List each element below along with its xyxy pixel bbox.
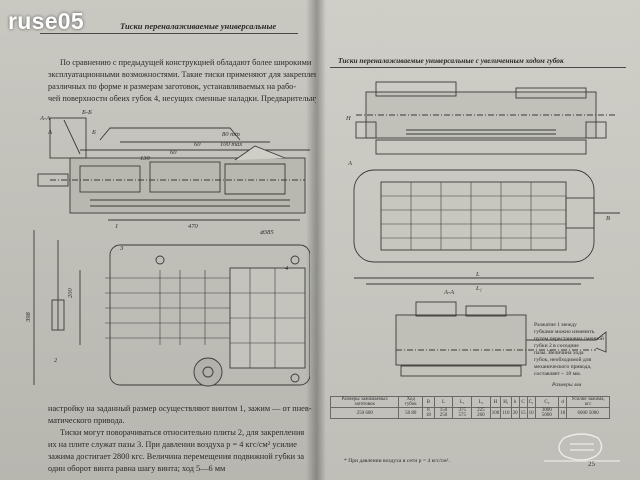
table-header-cell: d	[558, 396, 568, 408]
dim-label: 398	[25, 312, 32, 324]
note-line: составляет ~ 18 мм.	[534, 371, 582, 377]
table-cell: 50 80	[398, 407, 424, 419]
table-header-row: Размеры зажимаемых заготовок Ход губок B…	[329, 396, 610, 408]
table-cell: 10	[526, 407, 536, 419]
table-header-cell: L₂	[471, 396, 491, 408]
dim-label: ⌀385	[260, 229, 274, 236]
table-header-cell: H	[489, 396, 502, 408]
table-cell: 150 250	[433, 407, 454, 419]
spec-table: Размеры зажимаемых заготовок Ход губок B…	[329, 396, 610, 419]
dim-label: 470	[188, 223, 199, 230]
table-header-cell: h	[510, 396, 520, 408]
table-cell: 375 575	[452, 407, 473, 419]
note-line: губками можно изменить	[534, 329, 595, 335]
table-header-cell: B	[422, 396, 435, 408]
table-header-cell: Усилие зажима, кгс	[566, 396, 610, 408]
dim-label: Б-Б	[81, 109, 92, 116]
watermark-icon	[544, 433, 620, 462]
body-line: один оборот винта равна шагу винта; ход …	[48, 464, 226, 473]
table-cell: 30	[510, 407, 520, 419]
dim-label: L₁	[475, 285, 482, 292]
header-rule	[40, 33, 298, 34]
body-line: их на плите служат пазы 3. При давлении …	[48, 440, 297, 449]
note-line: пазы. Величина хода	[534, 350, 584, 356]
dim-label: 60	[194, 141, 201, 148]
dim-label: L	[475, 271, 480, 278]
table-cell: 15	[518, 407, 528, 419]
paragraph-line: чей поверхности обеих губок 4, несущих с…	[48, 94, 316, 103]
site-logo: ruse05	[8, 8, 84, 34]
note-line: губки 2 в соседние	[534, 343, 579, 349]
dim-label: 2	[54, 357, 58, 364]
table-header-cell: C₁	[526, 396, 536, 408]
dim-label: 200	[67, 288, 74, 299]
table-header-cell: Ход губок	[398, 396, 424, 408]
dim-label: H	[345, 115, 351, 122]
right-technical-drawing: А А-А L L₁ B H	[345, 81, 620, 377]
left-page: Тиски переналаживаемые универсальные По …	[0, 0, 316, 480]
dim-label: 130	[140, 155, 151, 162]
footnote: * При давлении воздуха в сети p = 4 кгс/…	[344, 458, 450, 464]
page-number: 25	[588, 460, 595, 468]
dim-label: 3	[119, 245, 124, 252]
table-header-cell: C	[518, 396, 528, 408]
left-page-header: Тиски переналаживаемые универсальные	[120, 21, 277, 31]
body-line: настройку на заданный размер осуществляю…	[48, 404, 312, 413]
dim-label: 1	[115, 223, 118, 230]
table-cell: 8 18	[422, 407, 435, 419]
table-cell: 225 260	[471, 407, 491, 419]
table-header-cell: L	[433, 396, 454, 408]
right-page-header: Тиски переналаживаемые универсальные с у…	[338, 56, 564, 65]
paragraph-line: эксплуатационными возможностями. Такие т…	[48, 70, 316, 79]
dim-label: А	[47, 129, 52, 136]
dim-label: А-А	[443, 289, 454, 296]
table-header-cell: H₁	[500, 396, 512, 408]
table-cell: 18	[558, 407, 568, 419]
dim-label: 4	[285, 265, 289, 272]
book-gutter	[306, 0, 326, 480]
table-cell: 6000 5000	[566, 407, 610, 419]
body-line: зажима достигает 2800 кгс. Величина пере…	[48, 452, 305, 461]
note-line: губок, необходимой для	[534, 357, 592, 363]
dim-label: А-А	[39, 115, 50, 122]
dims-unit: Размеры мм	[552, 382, 582, 388]
table-cell: 250 600	[329, 407, 400, 419]
note-line: Разжатие 1 между	[534, 322, 577, 328]
body-line: матического привода.	[48, 416, 125, 425]
left-technical-drawing: Б-Б А-А 80 min 100 max 60 60 130 470 ⌀38…	[25, 109, 310, 387]
table-cell: 100	[489, 407, 502, 419]
paragraph-line: По сравнению с предыдущей конструкцией о…	[60, 58, 312, 67]
header-rule	[330, 67, 626, 68]
table-cell: 110	[500, 407, 512, 419]
dim-label: 80 min	[222, 131, 240, 138]
table-row: 250 600 50 80 8 18 150 250 375 575 225 2…	[329, 407, 610, 419]
note-line: путем перестановки сменной	[534, 336, 604, 342]
dim-label: 100 max	[220, 141, 242, 148]
table-header-cell: C₂	[534, 396, 560, 408]
table-header-cell: Размеры зажимаемых заготовок	[329, 396, 400, 408]
table-cell: 3000 5000	[534, 407, 560, 419]
dim-label: B	[606, 215, 610, 222]
paragraph-line: различных по форме и размерам заготовок,…	[48, 82, 297, 91]
dim-label: 60	[170, 149, 177, 156]
dim-label: А	[347, 160, 352, 167]
table-header-cell: L₁	[452, 396, 473, 408]
body-line: Тиски могут поворачиваться относительно …	[60, 428, 305, 437]
note-line: механического привода,	[534, 364, 592, 370]
dim-label: Б	[91, 129, 96, 136]
